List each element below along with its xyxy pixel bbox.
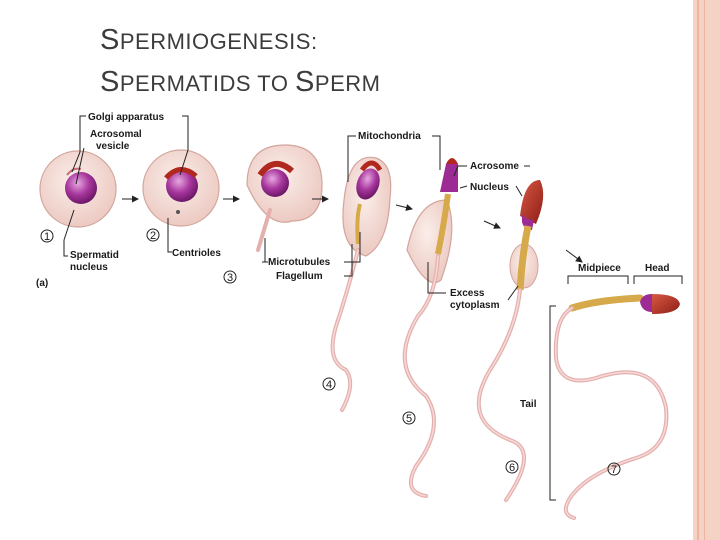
stage-3-spermatid	[246, 144, 323, 252]
leader-nucleus	[459, 185, 468, 189]
step-number: 1	[44, 231, 50, 243]
step-marker-2: 2	[146, 228, 160, 242]
step-marker-3: 3	[223, 270, 237, 284]
step-number: 6	[509, 462, 515, 474]
title-text: PERMIOGENESIS:	[119, 29, 318, 54]
leader-acrosomal	[75, 147, 85, 185]
arrow-6-7	[565, 249, 583, 263]
label-golgi-apparatus: Golgi apparatus	[88, 112, 165, 123]
step-marker-6: 6	[505, 460, 519, 474]
tail-7	[553, 306, 669, 520]
label-panel-a: (a)	[36, 278, 48, 289]
step-number: 3	[227, 272, 233, 284]
label-head: Head	[645, 263, 669, 274]
leader-flagellum	[344, 232, 361, 263]
leader-golgi	[71, 115, 86, 173]
stage-2-spermatid	[142, 149, 220, 227]
leader-centrioles	[167, 218, 172, 253]
stage-4-spermatid	[330, 156, 392, 412]
label-cytoplasm: cytoplasm	[450, 300, 500, 311]
slide-title: SPERMIOGENESIS: SPERMATIDS TO SPERM	[100, 20, 380, 104]
label-acrosomal: Acrosomal	[90, 129, 142, 140]
acrosome-7	[652, 294, 680, 314]
label-vesicle: vesicle	[96, 141, 130, 152]
label-acrosome: Acrosome	[470, 161, 519, 172]
title-initial: S	[100, 66, 120, 98]
step-number: 5	[406, 413, 412, 425]
step-marker-7: 7	[607, 462, 621, 476]
leader-nucleus-r	[515, 185, 523, 197]
acrosomal-vesicle-2	[164, 167, 198, 180]
title-initial: S	[295, 66, 315, 98]
arrow-5-6	[483, 220, 501, 229]
bracket-tail	[549, 305, 556, 501]
flagellum-6-highlight	[478, 289, 525, 501]
title-initial: S	[100, 24, 120, 56]
label-nucleus: Nucleus	[470, 182, 509, 193]
spermatid-nucleus-4	[356, 168, 380, 200]
midpiece-6	[516, 225, 532, 291]
spermatid-nucleus-2	[166, 170, 198, 202]
step-number: 4	[326, 379, 332, 391]
centriole-2	[176, 210, 180, 214]
leader-excess-r	[507, 285, 519, 301]
title-line-2: SPERMATIDS TO SPERM	[100, 62, 380, 104]
label-tail: Tail	[520, 399, 537, 410]
label-excess: Excess	[450, 288, 485, 299]
leader-spermatid-2	[63, 209, 75, 241]
flagellum-6	[476, 288, 526, 502]
title-line-1: SPERMIOGENESIS:	[100, 20, 380, 62]
label-microtubules: Microtubules	[268, 257, 331, 268]
stage-5-spermatid	[402, 158, 458, 498]
leader-flagellum-2	[344, 244, 353, 277]
stage-1-spermatid	[39, 150, 117, 228]
leader-excess	[427, 262, 446, 294]
label-flagellum: Flagellum	[276, 271, 323, 282]
label-spermatid: Spermatid	[70, 250, 119, 261]
title-text: PERM	[314, 71, 381, 96]
spermatid-nucleus-1	[65, 172, 97, 204]
bracket-head	[633, 275, 683, 284]
label-midpiece: Midpiece	[578, 263, 621, 274]
leader-spermatid	[63, 240, 68, 257]
label-spermatid-nucleus: nucleus	[70, 262, 108, 273]
leader-golgi-2	[179, 115, 189, 176]
flagellum-3	[256, 208, 272, 252]
label-centrioles: Centrioles	[172, 248, 221, 259]
leader-mitochondria	[347, 135, 356, 182]
step-number: 7	[611, 464, 617, 476]
step-marker-1: 1	[40, 229, 54, 243]
step-marker-4: 4	[322, 377, 336, 391]
flagellum-4-highlight	[331, 249, 359, 411]
mitochondria-4	[355, 203, 362, 245]
leader-mitochondria-2	[432, 135, 441, 170]
flagellum-4	[330, 248, 360, 412]
acrosome-5	[446, 158, 458, 164]
midpiece-5	[435, 193, 451, 255]
acrosome-6	[520, 180, 544, 224]
step-marker-5: 5	[402, 411, 416, 425]
nucleus-5	[440, 160, 458, 192]
stage-6-spermatid	[476, 180, 544, 502]
title-text: PERMATIDS TO	[119, 71, 296, 96]
step-number: 2	[150, 230, 156, 242]
spermiogenesis-diagram: Golgi apparatus Acrosomal vesicle Sperma…	[36, 112, 683, 520]
slide-border-line	[697, 0, 699, 540]
arrow-4-5	[395, 204, 413, 211]
tail-7-highlight	[555, 307, 668, 519]
bracket-midpiece	[567, 275, 629, 284]
slide-border-line	[704, 0, 705, 540]
leader-acrosome	[453, 165, 467, 177]
acrosome-4	[359, 160, 383, 172]
flagellum-5-highlight	[404, 255, 439, 497]
spermatid-nucleus-3	[261, 169, 289, 197]
acrosome-3	[257, 161, 294, 177]
label-mitochondria: Mitochondria	[358, 131, 421, 142]
stage-7-mature-sperm	[553, 294, 680, 520]
nucleus-7	[640, 294, 652, 312]
midpiece-7	[568, 294, 644, 312]
